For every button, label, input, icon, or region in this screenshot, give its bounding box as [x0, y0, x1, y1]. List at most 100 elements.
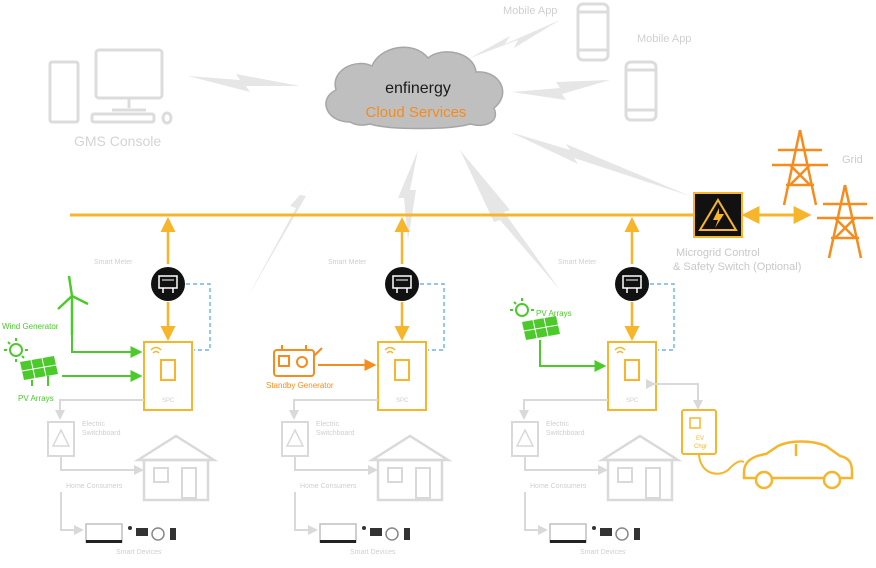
standby-generator[interactable]: [273, 345, 323, 377]
microgrid-switch[interactable]: [693, 192, 743, 238]
spc-controller[interactable]: SPC: [377, 341, 427, 411]
switchboard-label-1: Electric: [546, 421, 569, 428]
switchboard-icon: [281, 421, 309, 457]
sun-icon: [9, 343, 23, 357]
plug-icon: [615, 527, 629, 541]
bolt-cloud-mid: [398, 150, 418, 240]
gms-console[interactable]: [48, 48, 173, 125]
home-consumers-label: Home Consumers: [300, 483, 357, 490]
sensor-icon: [170, 528, 176, 540]
wind-generator[interactable]: [57, 275, 89, 335]
wifi-icon: [150, 346, 162, 354]
ev-charger[interactable]: EV Chgr: [681, 409, 717, 455]
switch-label-2: & Safety Switch (Optional): [673, 261, 801, 273]
wind-generator-label: Wind Generator: [2, 322, 59, 331]
smart-devices-label: Smart Devices: [116, 549, 162, 556]
cloud-services[interactable]: enfinergy Cloud Services: [325, 46, 504, 130]
ev-charger-label-2: Chgr: [694, 444, 707, 450]
sensor-icon: [404, 528, 410, 540]
appliance-icon: [319, 523, 357, 543]
spc-to-ev-charger-link: [646, 379, 703, 410]
cloud-icon: [325, 46, 504, 130]
appliance-icon: [549, 523, 587, 543]
spc-controller[interactable]: SPC: [143, 341, 193, 411]
meter-icon: [622, 275, 642, 289]
smart-meter[interactable]: [385, 267, 419, 301]
smart-devices[interactable]: [549, 523, 640, 543]
smart-devices-label: Smart Devices: [580, 549, 626, 556]
standby-generator-label: Standby Generator: [266, 381, 334, 390]
wifi-icon: [384, 346, 396, 354]
home-consumers-label: Home Consumers: [530, 483, 587, 490]
bolt-cloud-app1: [470, 20, 560, 58]
house-icon: [133, 434, 219, 462]
smart-devices-label: Smart Devices: [350, 549, 396, 556]
house-icon: [597, 434, 683, 462]
cloud-services-label: Cloud Services: [366, 104, 467, 121]
house-icon: [367, 434, 453, 462]
mobile-app-1-label: Mobile App: [503, 5, 557, 17]
bolt-cloud-right: [460, 150, 560, 290]
meter-spc-comm-link: [650, 283, 675, 351]
plug-icon: [385, 527, 399, 541]
spc-display: [394, 359, 410, 381]
switchboard-icon: [511, 421, 539, 457]
pv-array-1[interactable]: [4, 338, 58, 386]
spc-controller[interactable]: SPC: [607, 341, 657, 411]
spc-label: SPC: [626, 398, 639, 404]
spc-display: [624, 359, 640, 381]
sensor-icon: [634, 528, 640, 540]
meter-spc-comm-link: [186, 283, 211, 351]
turbine-blade: [57, 295, 73, 310]
warning-lightning-icon: [698, 198, 738, 231]
camera-icon: [600, 528, 612, 536]
mobile-app-2[interactable]: [624, 60, 658, 122]
meter-icon: [392, 275, 412, 289]
wifi-icon: [614, 346, 626, 354]
sun-icon: [515, 303, 529, 317]
smart-meter[interactable]: [151, 267, 185, 301]
smart-devices[interactable]: [85, 523, 176, 543]
grid-tower-1: [772, 129, 828, 206]
bolt-cloud-left: [246, 150, 340, 300]
gms-console-label: GMS Console: [74, 133, 161, 149]
turbine-blade: [71, 294, 89, 306]
ev-charger-label-1: EV: [696, 436, 704, 442]
ev-cable: [698, 453, 745, 475]
pv3-to-spc-arrow: [539, 346, 607, 372]
meter-spc-comm-link: [420, 283, 445, 351]
spc-label: SPC: [162, 398, 175, 404]
spc-label: SPC: [396, 398, 409, 404]
electric-car-icon: [742, 440, 854, 490]
switchboard-icon: [47, 421, 75, 457]
monitor-icon: [94, 48, 164, 100]
appliance-icon: [85, 523, 123, 543]
smart-meter-label: Smart Meter: [328, 259, 367, 266]
mobile-app-1[interactable]: [576, 2, 610, 62]
switchboard-label-2: Switchboard: [316, 430, 355, 437]
wind-to-spc-arrow: [71, 335, 143, 358]
camera-icon: [136, 528, 148, 536]
mobile-app-2-label: Mobile App: [637, 33, 691, 45]
phone-icon: [576, 2, 610, 62]
pv-array-3[interactable]: [510, 298, 560, 346]
bolt-cloud-app2: [512, 80, 610, 100]
camera-icon: [370, 528, 382, 536]
smart-devices[interactable]: [319, 523, 410, 543]
mouse-icon: [161, 111, 173, 125]
grid-label: Grid: [842, 154, 863, 166]
bolt-cloud-switch: [510, 132, 690, 196]
home-consumers-label: Home Consumers: [66, 483, 123, 490]
grid-tower-2: [817, 184, 873, 259]
switchboard-label-1: Electric: [316, 421, 339, 428]
bolt-console-cloud: [188, 74, 300, 92]
pv-arrays-1-label: PV Arrays: [18, 394, 54, 403]
phone-icon: [624, 60, 658, 122]
smart-meter[interactable]: [615, 267, 649, 301]
